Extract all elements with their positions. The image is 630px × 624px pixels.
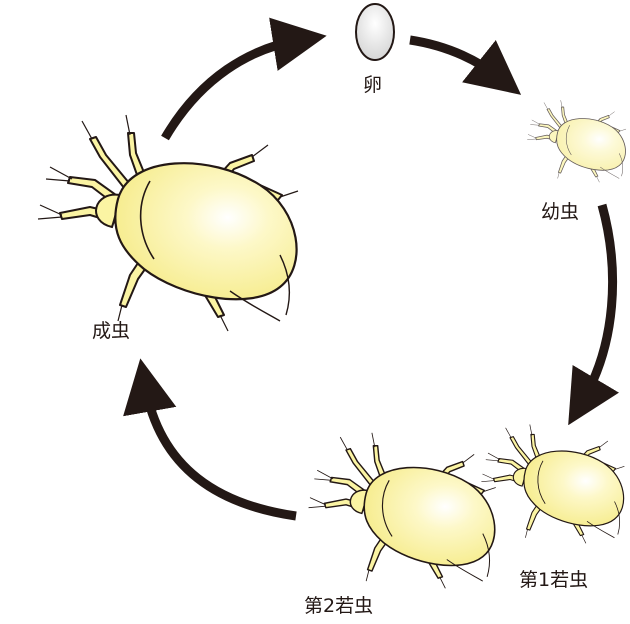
larva-illustration: [527, 100, 626, 182]
nymph1-label: 第1若虫: [519, 571, 588, 590]
arrow-egg-to-larva: [410, 40, 500, 78]
nymph2-label: 第2若虫: [304, 597, 373, 616]
adult-illustration: [38, 115, 298, 331]
arrow-larva-to-nymph1: [582, 205, 613, 402]
nymph2-illustration: [309, 433, 496, 589]
arrow-nymph2-to-adult: [145, 385, 296, 516]
larva-label: 幼虫: [541, 203, 579, 222]
arrow-adult-to-egg: [165, 40, 300, 138]
egg-label: 卵: [363, 76, 382, 95]
nymph1-illustration: [481, 425, 624, 544]
adult-label: 成虫: [92, 322, 130, 341]
egg-illustration: [356, 4, 394, 60]
